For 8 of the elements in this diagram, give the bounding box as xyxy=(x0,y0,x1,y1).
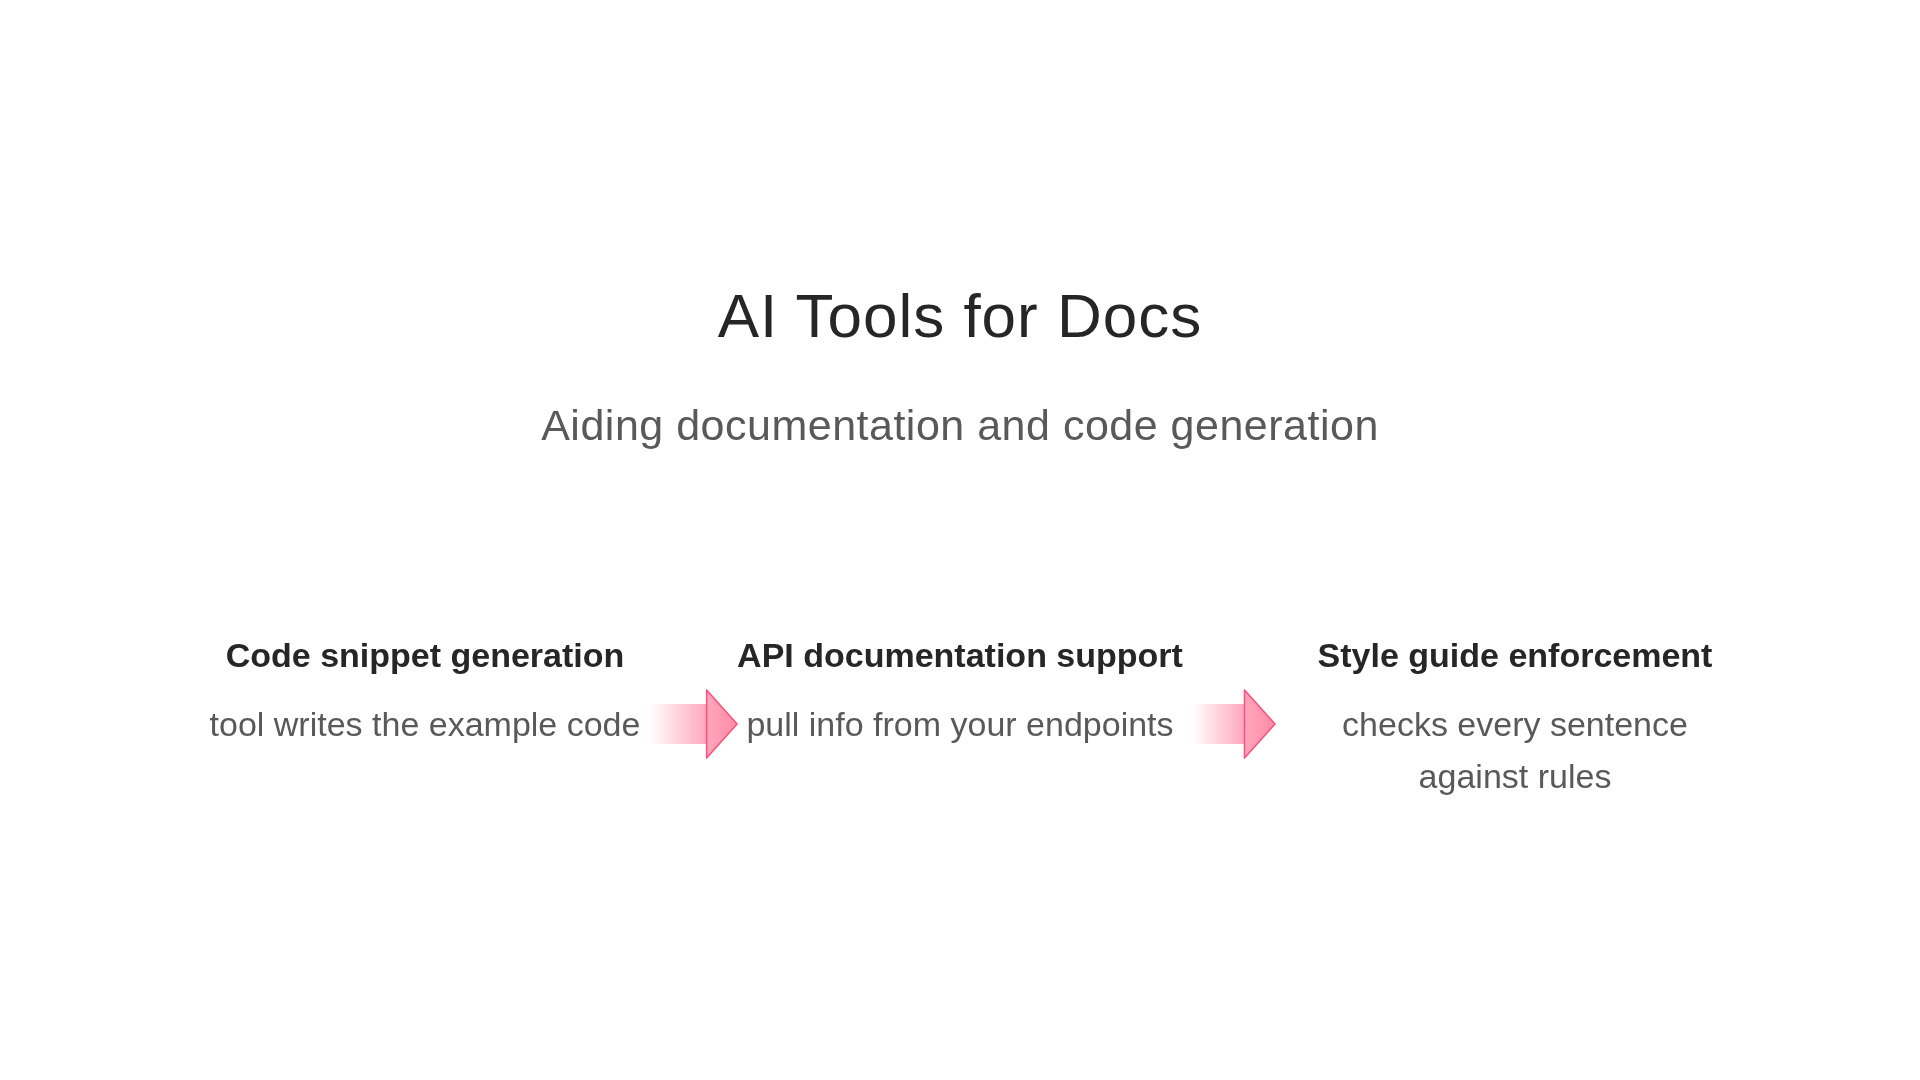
subtitle: Aiding documentation and code generation xyxy=(541,400,1379,451)
step-description: pull info from your endpoints xyxy=(746,704,1174,745)
step-heading: API documentation support xyxy=(737,635,1183,676)
step-heading: Code snippet generation xyxy=(225,635,625,676)
title: AI Tools for Docs xyxy=(717,280,1203,352)
step-description: tool writes the example code xyxy=(209,704,641,745)
step-description: checks every sentence against rules xyxy=(1341,704,1689,797)
step-heading: Style guide enforcement xyxy=(1317,635,1713,676)
